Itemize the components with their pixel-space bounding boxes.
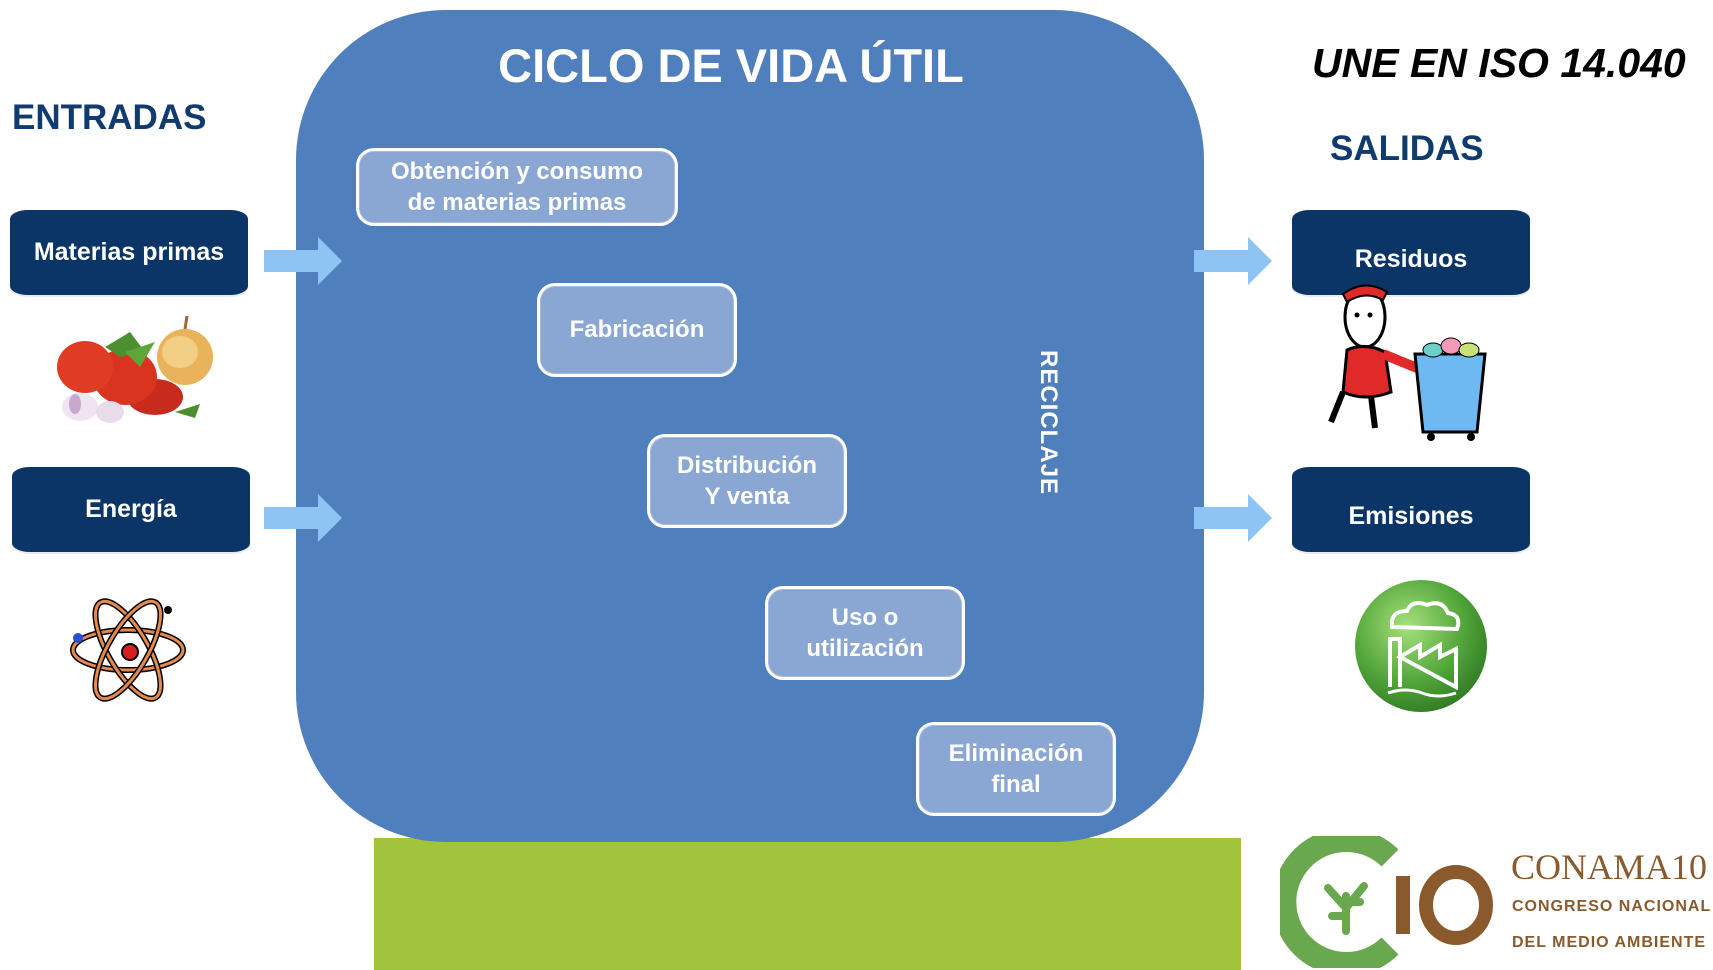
input-raw-materials-label: Materias primas xyxy=(33,238,225,266)
conama-logo-line1: CONGRESO NACIONAL xyxy=(1512,898,1712,915)
atom-icon xyxy=(70,598,186,702)
output-arrow-emissions xyxy=(1194,494,1272,542)
input-raw-materials: Materias primas xyxy=(10,210,248,295)
outputs-title: SALIDAS xyxy=(1330,129,1484,168)
input-energy: Energía xyxy=(12,467,250,552)
green-footer-block xyxy=(374,838,1241,970)
recycle-label: RECICLAJE xyxy=(1035,350,1062,496)
conama-logo-name: CONAMA10 xyxy=(1511,847,1708,887)
inputs-title: ENTRADAS xyxy=(12,98,207,137)
factory-emissions-icon xyxy=(1355,580,1487,712)
step-manufacturing: Fabricación xyxy=(537,283,737,377)
output-waste-label: Residuos xyxy=(1354,245,1468,273)
cycle-title: CICLO DE VIDA ÚTIL xyxy=(498,39,964,92)
output-emissions-label: Emisiones xyxy=(1348,502,1474,530)
vegetables-icon xyxy=(57,315,213,423)
output-emissions: Emisiones xyxy=(1292,467,1530,552)
conama-logo-line2: DEL MEDIO AMBIENTE xyxy=(1512,934,1707,951)
input-arrow-energy xyxy=(264,494,342,542)
waste-cart-icon xyxy=(1328,284,1487,441)
standard-label: UNE EN ISO 14.040 xyxy=(1312,40,1686,86)
conama-logo-icon xyxy=(1280,836,1493,968)
input-energy-label: Energía xyxy=(85,495,177,523)
input-arrow-raw-materials xyxy=(264,237,342,285)
output-waste: Residuos xyxy=(1292,210,1530,295)
life-cycle-panel xyxy=(296,10,1204,842)
output-arrow-waste xyxy=(1194,237,1272,285)
